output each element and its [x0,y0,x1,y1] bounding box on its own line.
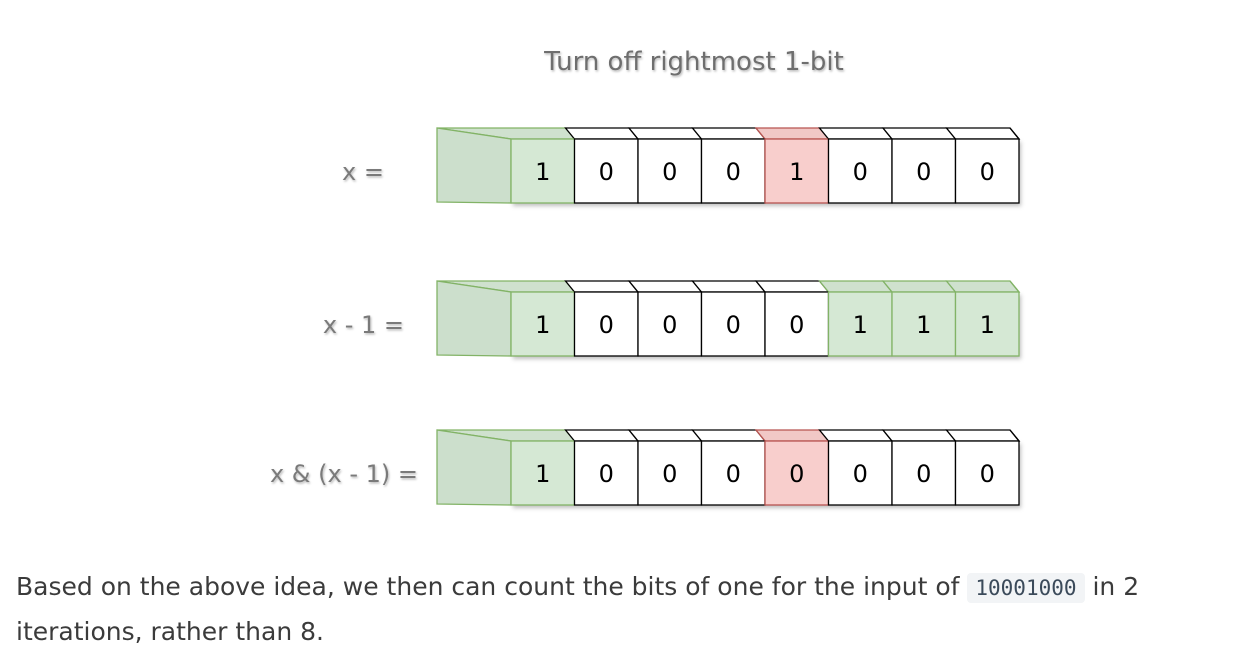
bit-value: 0 [853,460,868,488]
bit-value: 0 [599,158,614,186]
bit-cell-top [945,127,1021,140]
bit-cell-3 [637,291,703,357]
bit-cell-1 [510,138,576,204]
bit-value: 0 [662,311,677,339]
bit-cell-top [564,429,640,442]
bit-cell-2 [573,138,639,204]
bit-value: 1 [980,311,995,339]
bit-cell-5 [764,138,830,204]
bit-value: 0 [980,158,995,186]
bit-cell-top [945,429,1021,442]
bit-cell-top [818,280,894,293]
bit-value: 0 [853,158,868,186]
bit-value: 1 [853,311,868,339]
bit-value: 0 [916,158,931,186]
bit-cell-top [881,280,957,293]
bit-cell-5 [764,440,830,506]
bit-cell-top [627,280,703,293]
row-label: x = [342,158,384,186]
bit-cell-side [436,429,512,506]
bit-value: 1 [535,311,550,339]
row-label: x & (x - 1) = [270,460,418,488]
bit-cell-top [691,127,767,140]
bit-cell-top [818,429,894,442]
bit-value: 0 [916,460,931,488]
bit-cell-top [881,429,957,442]
bit-cell-top [818,127,894,140]
bit-value: 0 [599,311,614,339]
row-edge [1009,127,1020,140]
bit-cell-top [881,127,957,140]
bit-value: 0 [726,311,741,339]
row-label: x - 1 = [323,311,404,339]
bit-cell-side [436,280,512,357]
input-code: 10001000 [967,573,1085,603]
bit-cell-top [691,429,767,442]
bit-cell-2 [573,440,639,506]
bit-value: 0 [726,158,741,186]
bit-row: x & (x - 1) = 1 0 0 0 0 0 0 0 [270,429,1021,506]
bit-value: 0 [599,460,614,488]
bit-row: x - 1 = 1 0 0 0 0 1 1 1 [323,280,1021,357]
bit-value: 0 [662,158,677,186]
bit-value: 1 [535,158,550,186]
bit-cell-7 [891,440,957,506]
bit-value: 0 [662,460,677,488]
bit-cell-4 [700,440,766,506]
bit-cell-top [564,127,640,140]
bit-cell-5 [764,291,830,357]
bit-cell-top [754,429,830,442]
bit-rows: x = 1 0 0 0 1 0 0 0 x - 1 = 1 0 0 0 0 1 1 1 x & (x - 1) = 1… [270,127,1021,506]
bit-cell-top [627,127,703,140]
bit-cell-side [436,127,512,204]
bit-cell-8 [954,138,1020,204]
bit-value: 1 [789,158,804,186]
bit-value: 0 [789,311,804,339]
paragraph-text-after: in 2 iterations, rather than 8. [16,572,1140,646]
bit-cell-top [564,280,640,293]
row-edge [1009,280,1020,293]
bit-cell-7 [891,291,957,357]
bit-cell-1 [510,291,576,357]
bit-cell-8 [954,440,1020,506]
bit-value: 1 [916,311,931,339]
bit-cell-4 [700,291,766,357]
bit-cell-top [754,280,830,293]
bit-cell-6 [827,440,893,506]
bit-cell-3 [637,440,703,506]
bit-cell-top [754,127,830,140]
bit-cell-6 [827,291,893,357]
diagram-title: Turn off rightmost 1-bit [543,47,844,77]
row-edge [1009,429,1020,442]
bit-value: 0 [726,460,741,488]
paragraph-text-before: Based on the above idea, we then can cou… [16,572,968,601]
bit-row: x = 1 0 0 0 1 0 0 0 [342,127,1021,204]
bit-cell-1 [510,440,576,506]
bit-cell-top [691,280,767,293]
bit-value: 0 [980,460,995,488]
bit-cell-top [627,429,703,442]
bit-cell-8 [954,291,1020,357]
explanation-paragraph: Based on the above idea, we then can cou… [16,565,1216,653]
bit-cell-top [945,280,1021,293]
bit-cell-2 [573,291,639,357]
bit-value: 1 [535,460,550,488]
bit-value: 0 [789,460,804,488]
